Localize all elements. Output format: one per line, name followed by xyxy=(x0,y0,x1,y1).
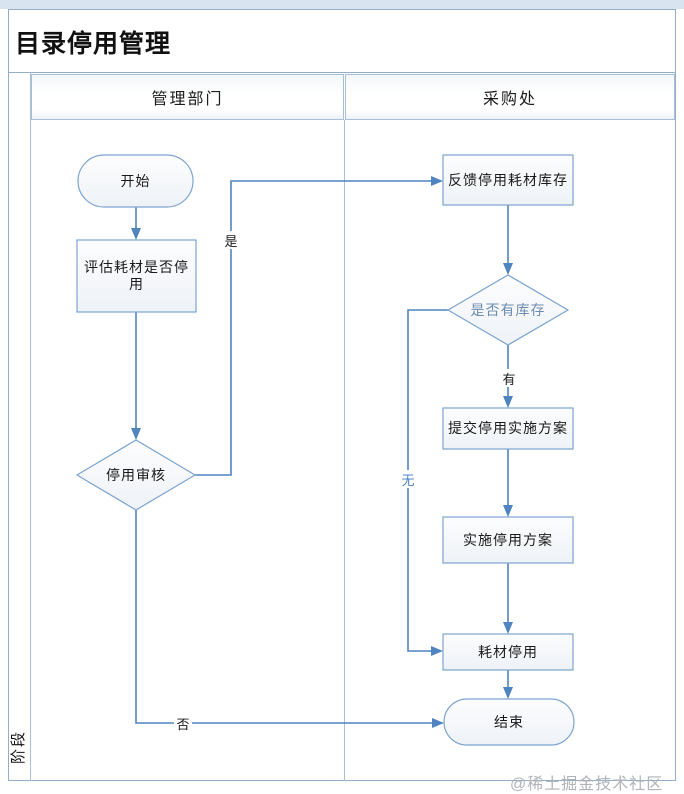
lane-header-procurement-label: 采购处 xyxy=(482,91,537,108)
lane-divider-line xyxy=(344,120,345,781)
top-margin-strip xyxy=(0,0,684,9)
title-separator-line xyxy=(8,72,676,73)
node-disable-shape xyxy=(442,633,574,671)
edge-label-have: 有 xyxy=(500,369,518,387)
node-feedback-label: 反馈停用耗材库存 xyxy=(448,171,568,188)
node-submit-shape xyxy=(442,407,574,450)
stage-column-border xyxy=(30,72,31,781)
node-evaluate-label: 评估耗材是否停用 xyxy=(84,259,189,292)
edge-label-no: 否 xyxy=(174,714,192,732)
node-implement-label: 实施停用方案 xyxy=(463,531,553,548)
node-stockcheck-label: 是否有库存 xyxy=(470,301,546,318)
node-end-shape xyxy=(443,698,575,746)
edge-review-no-to-end xyxy=(135,510,444,728)
edge-label-none: 无 xyxy=(399,470,417,488)
node-end-label: 结束 xyxy=(494,713,524,730)
edge-review-yes-to-feedback xyxy=(195,176,443,476)
lane-header-management: 管理部门 xyxy=(31,74,344,120)
node-feedback-shape xyxy=(442,154,574,206)
node-disable-label: 耗材停用 xyxy=(478,643,538,660)
node-submit-label: 提交停用实施方案 xyxy=(448,420,568,437)
lane-header-procurement: 采购处 xyxy=(345,74,675,120)
node-review-shape xyxy=(75,439,197,511)
node-stockcheck-shape xyxy=(446,274,570,346)
node-start-label: 开始 xyxy=(120,172,151,189)
lane-header-management-label: 管理部门 xyxy=(151,91,224,108)
node-implement-shape xyxy=(442,516,574,564)
edge-label-yes: 是 xyxy=(222,231,240,249)
watermark-text: @稀土掘金技术社区 xyxy=(510,776,664,793)
diagram-title: 目录停用管理 xyxy=(15,30,172,58)
node-evaluate-shape xyxy=(76,239,197,313)
node-review-label: 停用审核 xyxy=(106,466,166,483)
node-start-shape xyxy=(77,154,194,208)
